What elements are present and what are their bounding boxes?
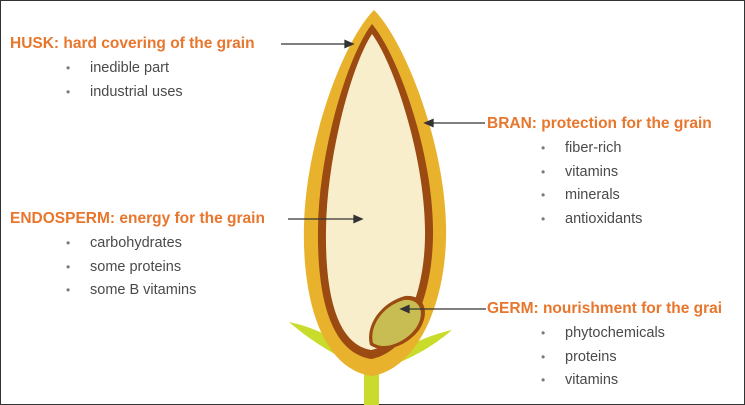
bran-bullet-text: vitamins [565, 164, 618, 180]
germ-label-group: GERM: nourishment for the grai • phytoche… [487, 299, 722, 393]
bullet-dot-icon: • [541, 208, 545, 232]
bullet-dot-icon: • [66, 279, 70, 303]
germ-bullet-text: proteins [565, 349, 617, 365]
germ-bullet: • phytochemicals [541, 322, 722, 346]
endosperm-bullet: • some proteins [66, 256, 265, 280]
bran-label-group: BRAN: protection for the grain • fiber-ri… [487, 114, 712, 231]
bran-bullet: • fiber-rich [541, 137, 712, 161]
endosperm-heading: ENDOSPERM: energy for the grain [10, 209, 265, 229]
endosperm-bullet-text: some B vitamins [90, 282, 196, 298]
endosperm-bullet-list: • carbohydrates • some proteins • some B vi… [66, 232, 265, 303]
bullet-dot-icon: • [66, 256, 70, 280]
bran-bullet: • vitamins [541, 161, 712, 185]
endosperm-label-group: ENDOSPERM: energy for the grain • carbohy… [10, 209, 265, 303]
endosperm-bullet-text: some proteins [90, 259, 181, 275]
bullet-dot-icon: • [541, 137, 545, 161]
husk-bullet-list: • inedible part • industrial uses [66, 57, 255, 104]
bullet-dot-icon: • [66, 57, 70, 81]
endosperm-bullet: • some B vitamins [66, 279, 265, 303]
bullet-dot-icon: • [541, 322, 545, 346]
bran-bullet: • antioxidants [541, 208, 712, 232]
bran-bullet-text: antioxidants [565, 211, 642, 227]
husk-bullet: • industrial uses [66, 81, 255, 105]
germ-bullet-list: • phytochemicals • proteins • vitamins [541, 322, 722, 393]
bullet-dot-icon: • [541, 161, 545, 185]
germ-heading: GERM: nourishment for the grai [487, 299, 722, 319]
bullet-dot-icon: • [541, 369, 545, 393]
husk-heading: HUSK: hard covering of the grain [10, 34, 255, 54]
germ-bullet-text: vitamins [565, 372, 618, 388]
bran-bullet-list: • fiber-rich • vitamins • minerals • antioxi… [541, 137, 712, 231]
husk-label-group: HUSK: hard covering of the grain • inedib… [10, 34, 255, 104]
bran-bullet: • minerals [541, 184, 712, 208]
bran-bullet-text: minerals [565, 187, 620, 203]
bullet-dot-icon: • [66, 81, 70, 105]
endosperm-bullet: • carbohydrates [66, 232, 265, 256]
germ-bullet-text: phytochemicals [565, 325, 665, 341]
germ-bullet: • vitamins [541, 369, 722, 393]
bullet-dot-icon: • [541, 346, 545, 370]
bullet-dot-icon: • [66, 232, 70, 256]
bran-bullet-text: fiber-rich [565, 140, 621, 156]
bran-heading: BRAN: protection for the grain [487, 114, 712, 134]
husk-bullet: • inedible part [66, 57, 255, 81]
bullet-dot-icon: • [541, 184, 545, 208]
endosperm-bullet-text: carbohydrates [90, 235, 182, 251]
husk-bullet-text: inedible part [90, 60, 169, 76]
husk-bullet-text: industrial uses [90, 84, 183, 100]
germ-bullet: • proteins [541, 346, 722, 370]
